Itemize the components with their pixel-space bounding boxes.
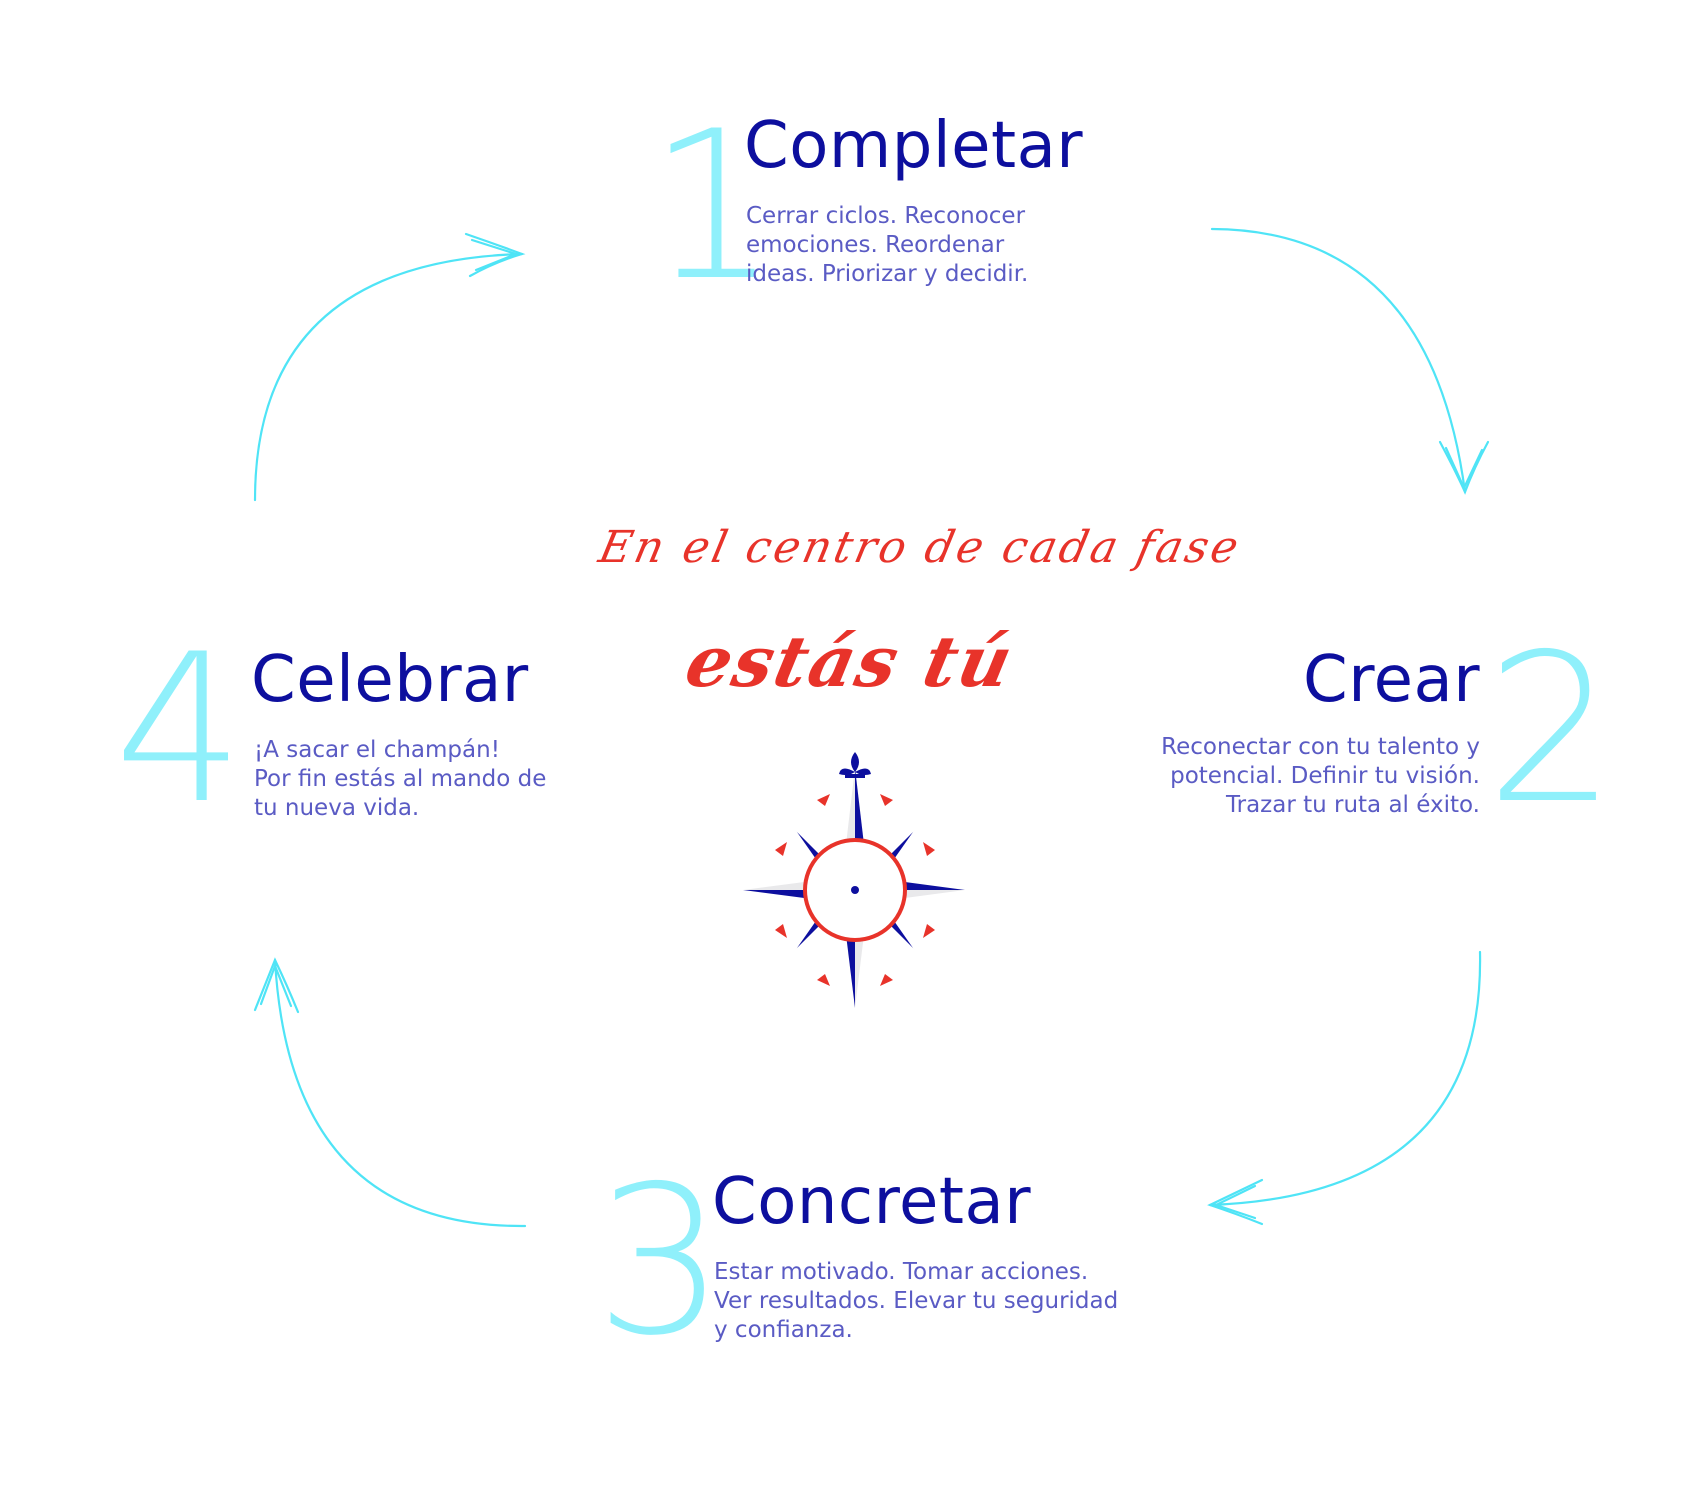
arrow-4-to-1-icon [253, 232, 526, 502]
description-line: Reconectar con tu talento y [1161, 734, 1480, 760]
phase-description: ¡A sacar el champán! Por fin estás al ma… [254, 736, 546, 823]
description-line: Estar motivado. Tomar acciones. [714, 1259, 1089, 1285]
description-line: emociones. Reordenar [746, 232, 1005, 258]
description-line: Cerrar ciclos. Reconocer [746, 203, 1026, 229]
phase-description: Cerrar ciclos. Reconocer emociones. Reor… [746, 202, 1028, 289]
phase-number: 2 [1486, 611, 1617, 849]
description-line: Ver resultados. Elevar tu seguridad [714, 1288, 1119, 1314]
center-headline: estás tú [678, 620, 1022, 703]
phase-title: Completar [744, 109, 1084, 183]
arrow-1-to-2-icon [1210, 227, 1490, 495]
description-line: tu nueva vida. [254, 795, 420, 821]
phase-number: 3 [595, 1143, 726, 1381]
compass-rose-icon [743, 752, 965, 1008]
arrow-2-to-3-icon [1207, 950, 1482, 1226]
description-line: Trazar tu ruta al éxito. [1225, 792, 1480, 818]
description-line: ¡A sacar el champán! [254, 737, 500, 763]
phase-description: Reconectar con tu talento y potencial. D… [1100, 733, 1480, 820]
arrow-3-to-4-icon [253, 957, 527, 1228]
description-line: Por fin estás al mando de [254, 766, 547, 792]
phase-description: Estar motivado. Tomar acciones. Ver resu… [714, 1258, 1118, 1345]
phase-number: 1 [648, 88, 779, 326]
phase-title: Celebrar [251, 643, 529, 717]
phase-number: 4 [114, 611, 245, 849]
description-line: ideas. Priorizar y decidir. [746, 261, 1029, 287]
phase-title: Crear [1303, 643, 1480, 717]
phase-title: Concretar [712, 1165, 1031, 1239]
center-caption: En el centro de cada fase [594, 522, 1246, 573]
description-line: potencial. Definir tu visión. [1170, 763, 1480, 789]
description-line: y confianza. [714, 1317, 853, 1343]
